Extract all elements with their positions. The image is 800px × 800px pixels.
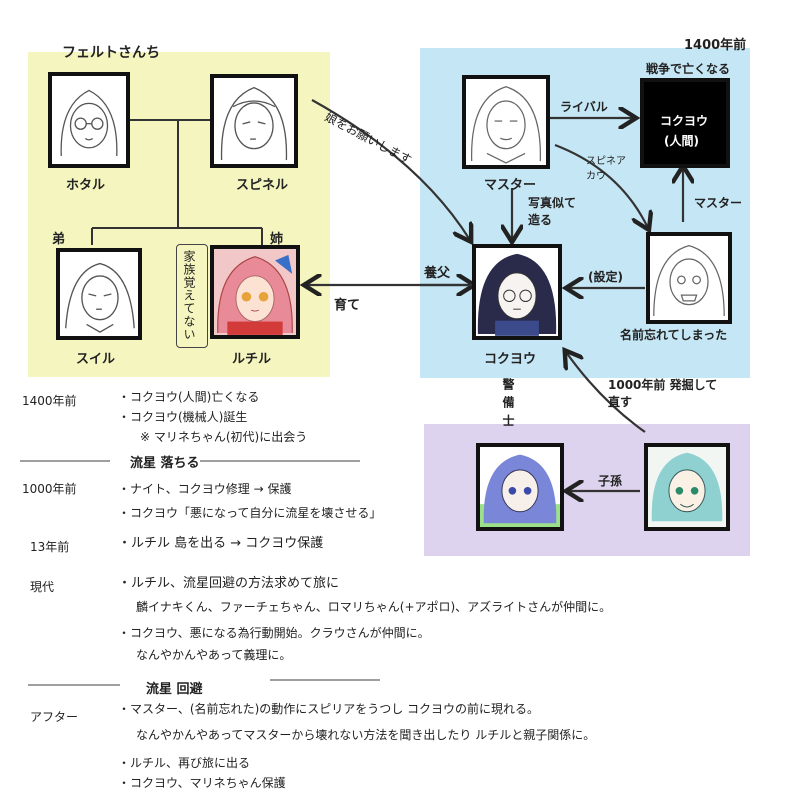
name-ruchiru: ルチル	[232, 352, 272, 367]
tl-period-1400: 1400年前	[22, 394, 77, 408]
label-master-arrow: マスター	[694, 196, 743, 210]
tl-1400-line1: ・コクヨウ(人間)亡くなる	[118, 390, 260, 404]
name-spinel: スピネル	[236, 178, 289, 193]
tl-now-line2: 麟イナキくん、ファーチェちゃん、ロマリちゃん(+アポロ)、アズライトさんが仲間に…	[136, 600, 612, 614]
portrait-spinel	[210, 74, 298, 168]
kokuyou-human-note: (人間)	[664, 134, 699, 148]
arrow-daughter-request	[311, 99, 470, 240]
portrait-master	[462, 75, 550, 169]
name-forgot: 名前忘れてしまった	[620, 328, 728, 342]
tl-1400-line2: ・コクヨウ(機械人)誕生	[118, 410, 248, 424]
tl-after-line3: ・ルチル、再び旅に出る	[118, 756, 251, 770]
tl-after-line4: ・コクヨウ、マリネちゃん保護	[118, 776, 286, 790]
family-note-box	[176, 244, 208, 348]
name-master: マスター	[484, 178, 537, 193]
defeat-note: 戦争で亡くなる	[646, 62, 731, 76]
portrait-spiel	[56, 248, 142, 340]
date-tag: 1400年前	[684, 38, 747, 53]
tl-period-1000: 1000年前	[22, 482, 77, 496]
label-foster-father: 養父	[424, 266, 451, 281]
label-rival: ライバル	[560, 100, 608, 114]
sibling-younger-label: 弟	[52, 232, 66, 247]
tl-after-line2: なんやかんやあってマスターから壊れない方法を聞き出したり ルチルと親子関係に。	[136, 728, 596, 742]
portrait-ruchiru	[210, 245, 300, 339]
portrait-kokuyou	[472, 244, 562, 340]
arrow-repaired	[566, 352, 646, 433]
family-title: フェルトさんち	[62, 45, 160, 61]
tl-divider-meteor-avoid: 流星 回避	[146, 682, 203, 697]
portrait-guard	[476, 443, 564, 531]
portrait-hotaru	[48, 72, 130, 168]
tl-13-line1: ・ルチル 島を出る → コクヨウ保護	[118, 536, 324, 551]
arrow-spinel	[554, 143, 648, 228]
tl-now-line3: ・コクヨウ、悪になる為行動開始。クラウさんが仲間に。	[118, 626, 430, 640]
kokuyou-human-box	[640, 78, 730, 168]
label-guard: 警 備 士	[501, 378, 515, 428]
tl-now-line1: ・ルチル、流星回避の方法求めて旅に	[118, 576, 340, 591]
label-descendant: 子孫	[598, 474, 623, 488]
label-photo-made: 写真似て 造る	[528, 196, 577, 227]
label-spinel-crafted: スピネア カウ	[586, 156, 626, 182]
family-note: 家族覚えてない	[182, 250, 196, 341]
label-repaired: 1000年前 発掘して 直す	[608, 378, 718, 409]
name-spiel: スイル	[76, 352, 116, 367]
tl-1000-line2: ・コクヨウ「悪になって自分に流星を壊させる」	[118, 506, 382, 520]
family-tree-lines	[91, 119, 263, 245]
kokuyou-human-name: コクヨウ	[660, 114, 709, 128]
tl-period-now: 現代	[30, 580, 55, 594]
sibling-older-label: 姉	[270, 232, 284, 247]
tl-period-after: アフター	[30, 710, 79, 724]
portrait-forgot-name	[646, 232, 732, 324]
label-raised: 育て	[334, 298, 361, 313]
portrait-descendant	[644, 443, 730, 531]
label-settings: (設定)	[588, 270, 623, 284]
tl-now-line4: なんやかんやあって義理に。	[136, 648, 292, 662]
tl-divider-meteor-fall: 流星 落ちる	[130, 456, 200, 471]
tl-period-13: 13年前	[30, 540, 70, 554]
tl-1400-line3: ※ マリネちゃん(初代)に出会う	[140, 430, 308, 444]
tl-1000-line1: ・ナイト、コクヨウ修理 → 保護	[118, 482, 292, 496]
name-kokuyou: コクヨウ	[484, 352, 537, 367]
name-hotaru: ホタル	[66, 178, 106, 193]
tl-after-line1: ・マスター、(名前忘れた)の動作にスピリアをうつし コクヨウの前に現れる。	[118, 702, 540, 716]
